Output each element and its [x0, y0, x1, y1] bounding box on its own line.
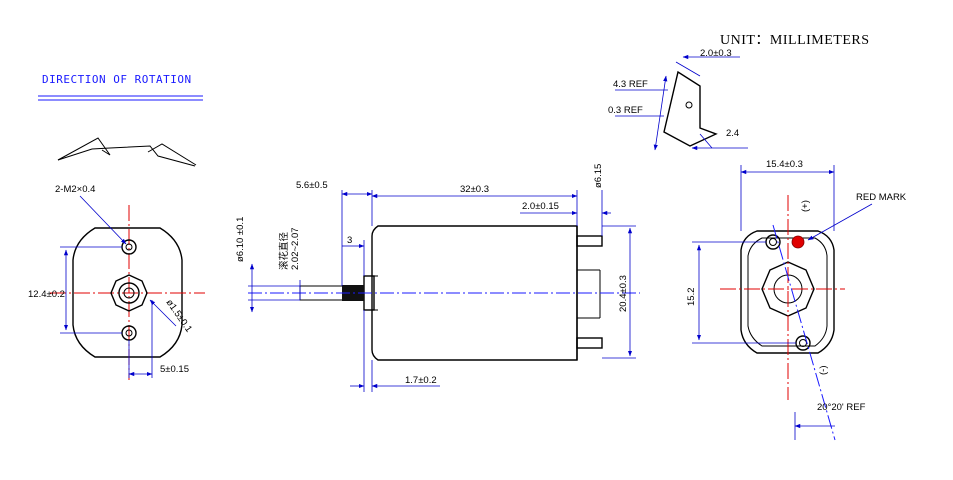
red-mark-label: RED MARK — [856, 192, 907, 203]
terminal-dia-dim: ø6.15 — [593, 164, 604, 188]
terminal-ref2-dim: 0.3 REF — [608, 105, 643, 116]
terminal-ref1-dim: 4.3 REF — [613, 79, 648, 90]
front-view — [50, 195, 205, 380]
minus-terminal-label: (-) — [818, 366, 829, 376]
front-shaft-dia-dim: ø1.5±0.1 — [164, 297, 194, 334]
front-height-dim: 12.4±0.2 — [28, 289, 65, 300]
knurl-length-dim: 3 — [347, 235, 352, 246]
shaft-length-dim: 5.6±0.5 — [296, 180, 328, 191]
shaft-dia-dim: ø6.10 ±0.1 — [235, 217, 246, 262]
boss-length-dim: 1.7±0.2 — [405, 375, 437, 386]
terminal-thick-dim: 2.4 — [726, 128, 739, 139]
side-height-dim: 20.4±0.3 — [618, 275, 629, 312]
terminal-offset-dim: 2.0±0.15 — [522, 201, 559, 212]
side-view — [248, 190, 640, 392]
terminal-detail — [615, 54, 748, 151]
front-screw-hole-dim: 2-M2×0.4 — [55, 184, 95, 195]
plus-terminal-label: (+) — [800, 200, 811, 212]
terminal-width-dim: 2.0±0.3 — [700, 48, 732, 59]
rotation-arrow-icon — [57, 137, 197, 167]
rear-width-dim: 15.4±0.3 — [766, 159, 803, 170]
knurl-dia-dim: 2.02~2.07 — [290, 227, 301, 270]
unit-label: UNIT：MILLIMETERS — [720, 33, 870, 48]
rear-angle-dim: 20°20' REF — [817, 402, 866, 413]
knurl-note: 滚花直径 — [278, 231, 290, 270]
red-mark-icon — [791, 235, 805, 249]
direction-label: DIRECTION OF ROTATION — [42, 73, 192, 86]
body-length-dim: 32±0.3 — [460, 184, 489, 195]
front-offset-dim: 5±0.15 — [160, 364, 189, 375]
direction-underline — [38, 95, 203, 101]
rear-view — [692, 165, 873, 441]
rear-height-dim: 15.2 — [686, 288, 697, 307]
